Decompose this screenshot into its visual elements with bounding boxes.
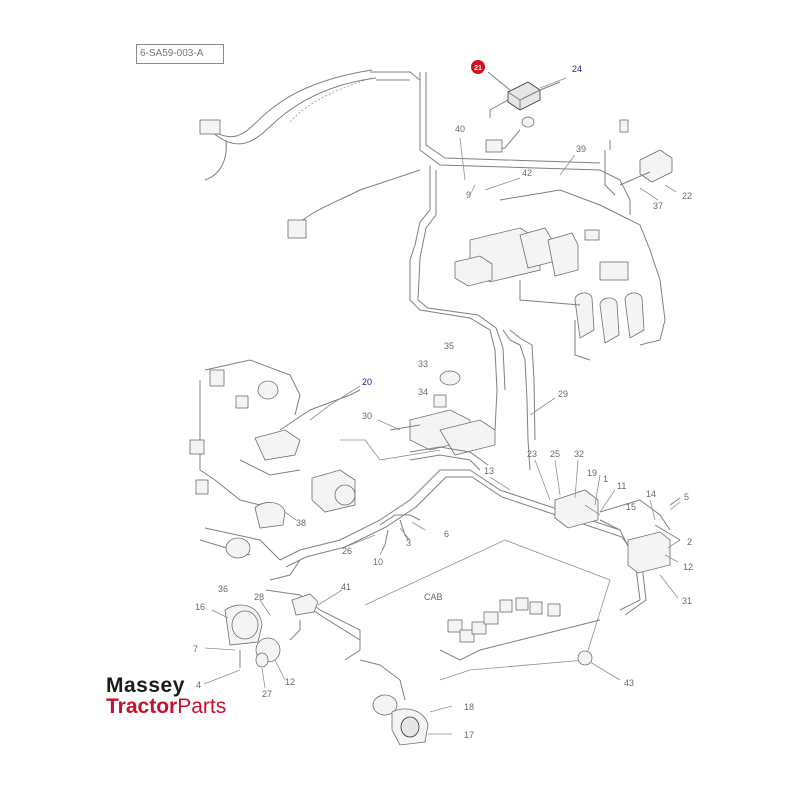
callout-13[interactable]: 13 — [484, 466, 494, 476]
callout-22[interactable]: 22 — [682, 191, 692, 201]
center-small-parts — [291, 514, 421, 616]
callout-10[interactable]: 10 — [373, 557, 383, 567]
callout-6[interactable]: 6 — [444, 529, 449, 539]
callout-2[interactable]: 2 — [687, 537, 692, 547]
cab-label: CAB — [424, 592, 443, 602]
top-harness — [409, 72, 666, 471]
callout-19[interactable]: 19 — [587, 468, 597, 478]
callout-26[interactable]: 26 — [342, 546, 352, 556]
bottom-left-lamps — [224, 604, 281, 668]
callout-16[interactable]: 16 — [195, 602, 205, 612]
callout-42[interactable]: 42 — [522, 168, 532, 178]
callout-41[interactable]: 41 — [341, 582, 351, 592]
cab-outline — [340, 439, 611, 681]
callout-17[interactable]: 17 — [464, 730, 474, 740]
callout-12-left[interactable]: 12 — [285, 677, 295, 687]
callout-36[interactable]: 36 — [218, 584, 228, 594]
reference-code-box: 6-SA59-003-A — [136, 44, 224, 64]
callout-27[interactable]: 27 — [262, 689, 272, 699]
relay-part-22 — [619, 119, 673, 186]
callout-20[interactable]: 20 — [362, 377, 372, 387]
logo-line-2a: Tractor — [106, 695, 178, 718]
callout-24[interactable]: 24 — [572, 64, 582, 74]
callout-1[interactable]: 1 — [603, 474, 608, 484]
callout-12-right[interactable]: 12 — [683, 562, 693, 572]
bottom-lamps-18-17 — [372, 694, 429, 746]
valve-block-cluster — [454, 227, 645, 361]
callout-30[interactable]: 30 — [362, 411, 372, 421]
logo-line-1: Massey — [106, 674, 185, 697]
callout-7[interactable]: 7 — [193, 644, 198, 654]
callout-43[interactable]: 43 — [624, 678, 634, 688]
callout-28[interactable]: 28 — [254, 592, 264, 602]
callout-37[interactable]: 37 — [653, 201, 663, 211]
battery-part-31 — [554, 489, 681, 574]
brand-logo: Massey TractorParts — [106, 674, 227, 718]
callout-21-highlight[interactable]: 21 — [471, 60, 485, 74]
leader-lines — [203, 77, 681, 735]
callout-32[interactable]: 32 — [574, 449, 584, 459]
callout-40[interactable]: 40 — [455, 124, 465, 134]
callout-33[interactable]: 33 — [418, 359, 428, 369]
callout-5[interactable]: 5 — [684, 492, 689, 502]
callout-31[interactable]: 31 — [682, 596, 692, 606]
callout-labels: 24 40 39 42 9 37 22 35 33 34 20 29 30 23… — [193, 64, 693, 740]
callout-34[interactable]: 34 — [418, 387, 428, 397]
callout-38[interactable]: 38 — [296, 518, 306, 528]
callout-18[interactable]: 18 — [464, 702, 474, 712]
callout-23[interactable]: 23 — [527, 449, 537, 459]
callout-3[interactable]: 3 — [406, 538, 411, 548]
callout-39[interactable]: 39 — [576, 144, 586, 154]
cab-switch-cluster — [439, 597, 601, 666]
logo-line-2b: Parts — [177, 695, 227, 718]
main-harness — [265, 446, 647, 701]
callout-21-label: 21 — [474, 65, 482, 72]
callout-4[interactable]: 4 — [196, 680, 201, 690]
upper-left-harness — [199, 69, 421, 239]
mid-valve-cluster — [389, 370, 496, 456]
callout-25[interactable]: 25 — [550, 449, 560, 459]
callout-15[interactable]: 15 — [626, 502, 636, 512]
callout-11[interactable]: 11 — [617, 481, 626, 491]
callout-9[interactable]: 9 — [466, 190, 471, 200]
switch-part-21 — [485, 71, 561, 153]
left-component-cluster — [189, 359, 361, 561]
reference-code: 6-SA59-003-A — [140, 48, 204, 59]
callout-14[interactable]: 14 — [646, 489, 656, 499]
callout-29[interactable]: 29 — [558, 389, 568, 399]
callout-35[interactable]: 35 — [444, 341, 454, 351]
